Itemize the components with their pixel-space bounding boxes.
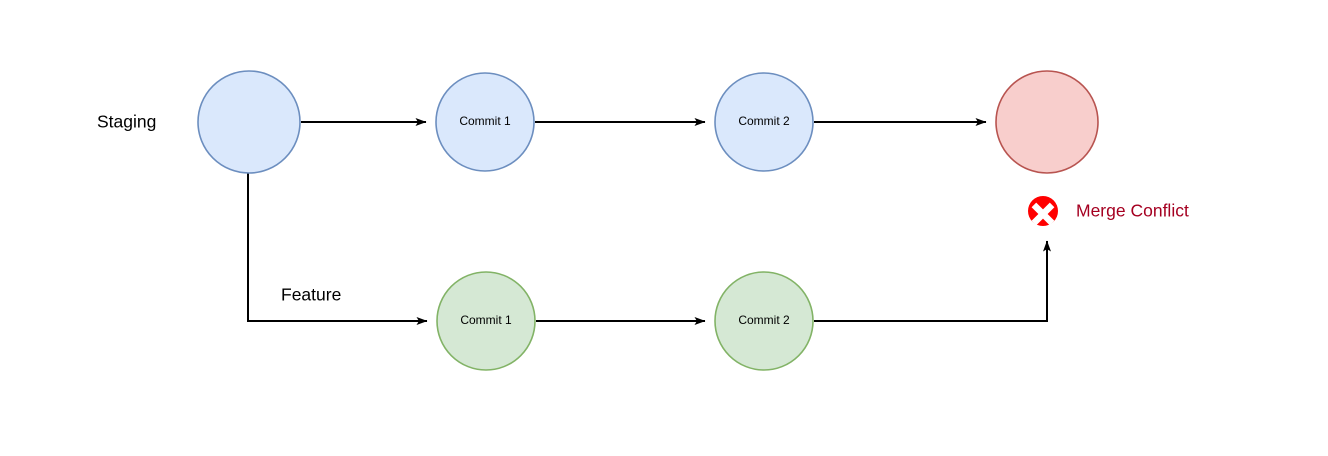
merge-conflict-label: Merge Conflict [1076,201,1189,221]
node-label-staging-commit-1: Commit 1 [459,114,511,128]
node-base[interactable] [197,70,301,174]
branch-label-staging: Staging [97,112,156,132]
merge-conflict-marker: Merge Conflict [1028,196,1189,226]
node-label-staging-commit-2: Commit 2 [738,114,790,128]
branch-label-feature: Feature [281,285,341,305]
node-label-feature-commit-2: Commit 2 [738,313,790,327]
connector-feature-commit-2-to-merge [814,240,1051,322]
node-circle-feature-commit-2[interactable] [714,271,814,371]
connector-group [247,118,1051,325]
node-feature-commit-2[interactable]: Commit 2 [714,271,814,371]
node-circle-merge-target[interactable] [995,70,1099,174]
node-merge-target[interactable] [995,70,1099,174]
node-feature-commit-1[interactable]: Commit 1 [436,271,536,371]
node-staging-commit-1[interactable]: Commit 1 [435,72,535,172]
node-staging-commit-2[interactable]: Commit 2 [714,72,814,172]
node-circle-base[interactable] [197,70,301,174]
node-circle-feature-commit-1[interactable] [436,271,536,371]
error-x-circle-icon-glyph [1031,202,1055,226]
node-label-feature-commit-1: Commit 1 [460,313,512,327]
error-x-circle-icon [1028,196,1058,226]
node-circle-staging-commit-2[interactable] [714,72,814,172]
node-circle-staging-commit-1[interactable] [435,72,535,172]
connector-base-to-feature-branch [247,173,428,325]
